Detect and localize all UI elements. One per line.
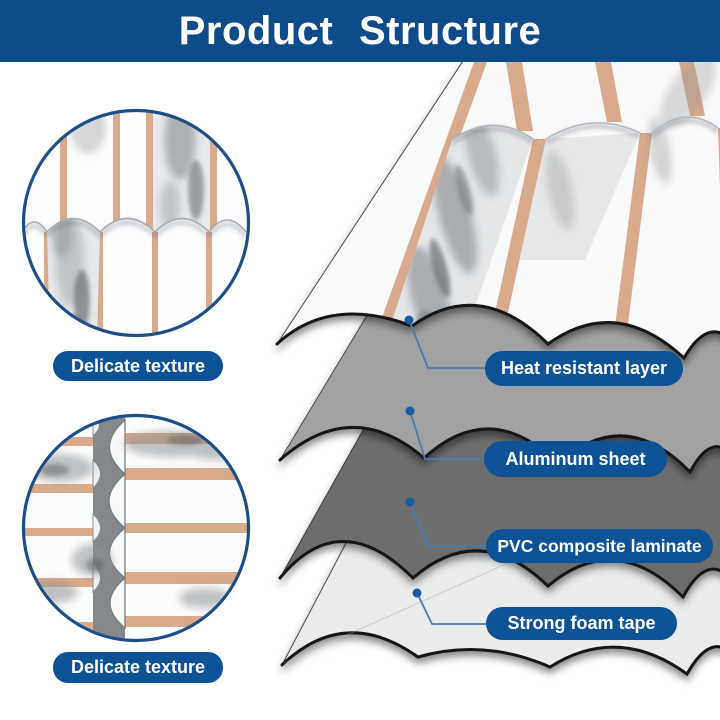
layer-heat-resistant-tile — [275, 57, 720, 361]
inset-label-delicate-texture-2: Delicate texture — [53, 652, 223, 683]
connector-dot-foam — [412, 588, 422, 598]
inset-circle-texture-front — [21, 108, 251, 338]
layer-label-aluminum-sheet: Aluminum sheet — [484, 441, 667, 477]
page-title: Product Structure — [178, 8, 542, 53]
connector-lines — [408, 319, 486, 625]
layer-label-pvc-composite: PVC composite laminate — [486, 529, 713, 563]
layer-label-heat-resistant: Heat resistant layer — [485, 351, 683, 386]
layer-label-strong-foam-tape: Strong foam tape — [486, 607, 677, 640]
connector-line-heat — [408, 319, 485, 369]
inset-circle-texture-side — [21, 413, 251, 643]
connector-line-pvc — [409, 501, 486, 547]
connector-line-foam — [416, 592, 486, 625]
connector-dot-pvc — [405, 497, 415, 507]
header-banner: Product Structure — [0, 0, 720, 62]
connector-dots — [404, 315, 422, 598]
connector-dot-heat — [404, 315, 414, 325]
inset-label-delicate-texture-1: Delicate texture — [53, 351, 223, 381]
connector-line-aluminum — [409, 410, 484, 460]
connector-dot-aluminum — [405, 406, 415, 416]
